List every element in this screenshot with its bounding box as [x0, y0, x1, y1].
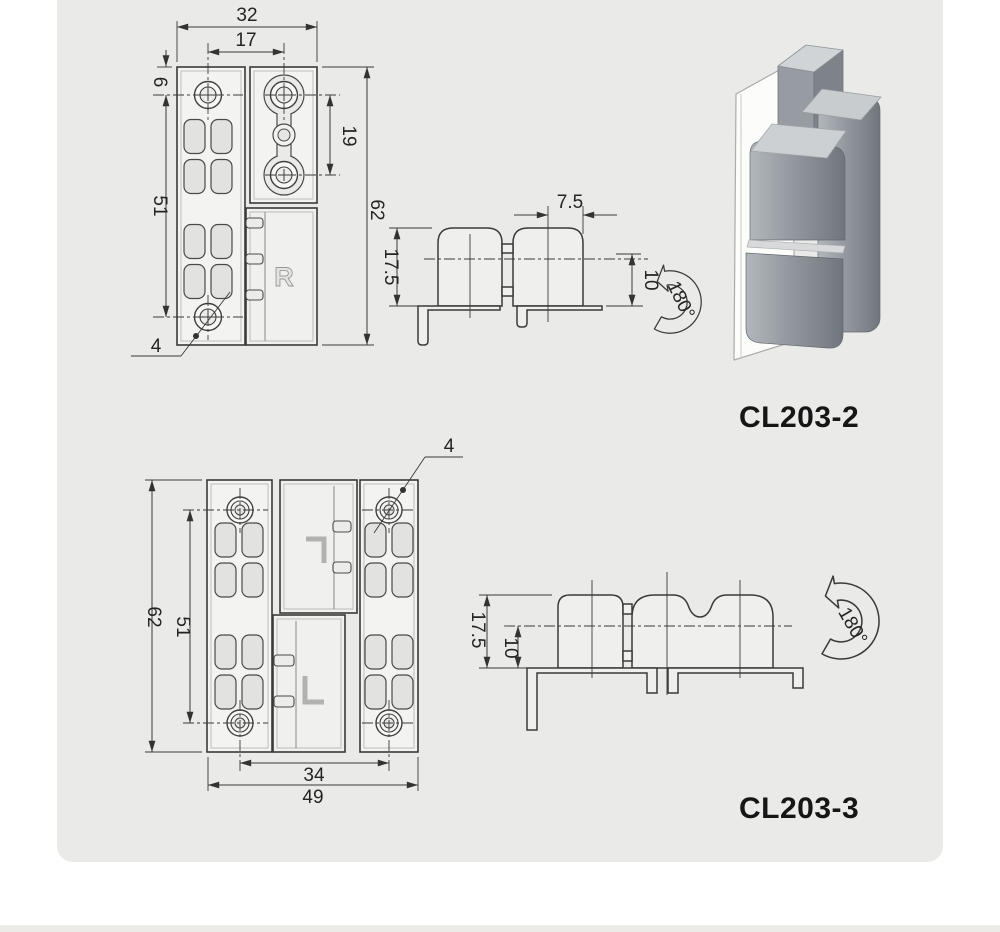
dim-left-pitch: 51 [149, 195, 170, 216]
mount-bracket-right [516, 305, 603, 328]
product-model-top: CL203-2 [739, 401, 860, 434]
bottom-side-dimensions: 17.5 10 [467, 594, 552, 669]
bottom-front-view: 62 51 4 34 49 [143, 436, 463, 808]
right-leaf-mark: R [274, 262, 294, 292]
dim-pin-offset: 10 [500, 637, 521, 658]
top-side-view: 7.5 17.5 10 180° [380, 192, 702, 346]
top-side-dimensions: 7.5 17.5 10 [380, 192, 661, 307]
dim-height: 17.5 [467, 612, 488, 649]
mount-bracket-left [417, 305, 501, 346]
pillar-junction-3d [746, 239, 846, 254]
lower-knuckle-block [272, 614, 346, 753]
dim-hole-dia: 4 [151, 336, 162, 357]
dim-pin-offset: 10 [640, 269, 661, 290]
bottom-side-view: 17.5 10 180° [467, 572, 880, 731]
hinge-3d-render [733, 44, 882, 361]
dim-overall-height: 62 [143, 606, 164, 627]
dim-half-width: 7.5 [557, 192, 583, 213]
top-front-dimensions: 32 17 6 51 62 19 4 [131, 5, 387, 357]
left-leaf-plate [176, 66, 246, 346]
dim-height: 17.5 [380, 249, 401, 286]
bottom-divider-strip [0, 925, 1000, 932]
front-pillar-upper-3d [749, 140, 846, 241]
upper-knuckle-block [279, 479, 358, 614]
knuckle-right [631, 594, 774, 669]
channel-top-3d [777, 44, 844, 73]
dim-pitch: 51 [172, 616, 193, 637]
mount-bracket-right [667, 667, 804, 694]
dim-right-pitch: 19 [338, 125, 359, 146]
dim-edge-offset: 6 [149, 77, 170, 88]
dim-overall-width: 32 [236, 5, 257, 26]
dim-overall-width: 49 [302, 787, 323, 808]
hole-dia-callout: 4 [131, 291, 231, 357]
dim-hole-span: 17 [235, 30, 256, 51]
knuckle-left [557, 594, 624, 669]
rear-pillar-top-3d [801, 88, 882, 121]
dim-hole-span: 34 [303, 765, 325, 786]
top-front-view: R 32 17 [131, 5, 387, 357]
bottom-front-dimensions: 62 51 4 34 49 [143, 436, 463, 808]
product-model-bottom: CL203-3 [739, 792, 860, 825]
front-pillar-top-3d [750, 123, 847, 159]
hole-dia-callout: 4 [373, 436, 463, 534]
mount-bracket-left [526, 667, 658, 731]
dim-hole-dia: 4 [444, 436, 455, 457]
dim-overall-height: 62 [366, 199, 387, 220]
front-pillar-lower-3d [745, 252, 844, 349]
right-leaf-back-block: R [245, 207, 318, 346]
